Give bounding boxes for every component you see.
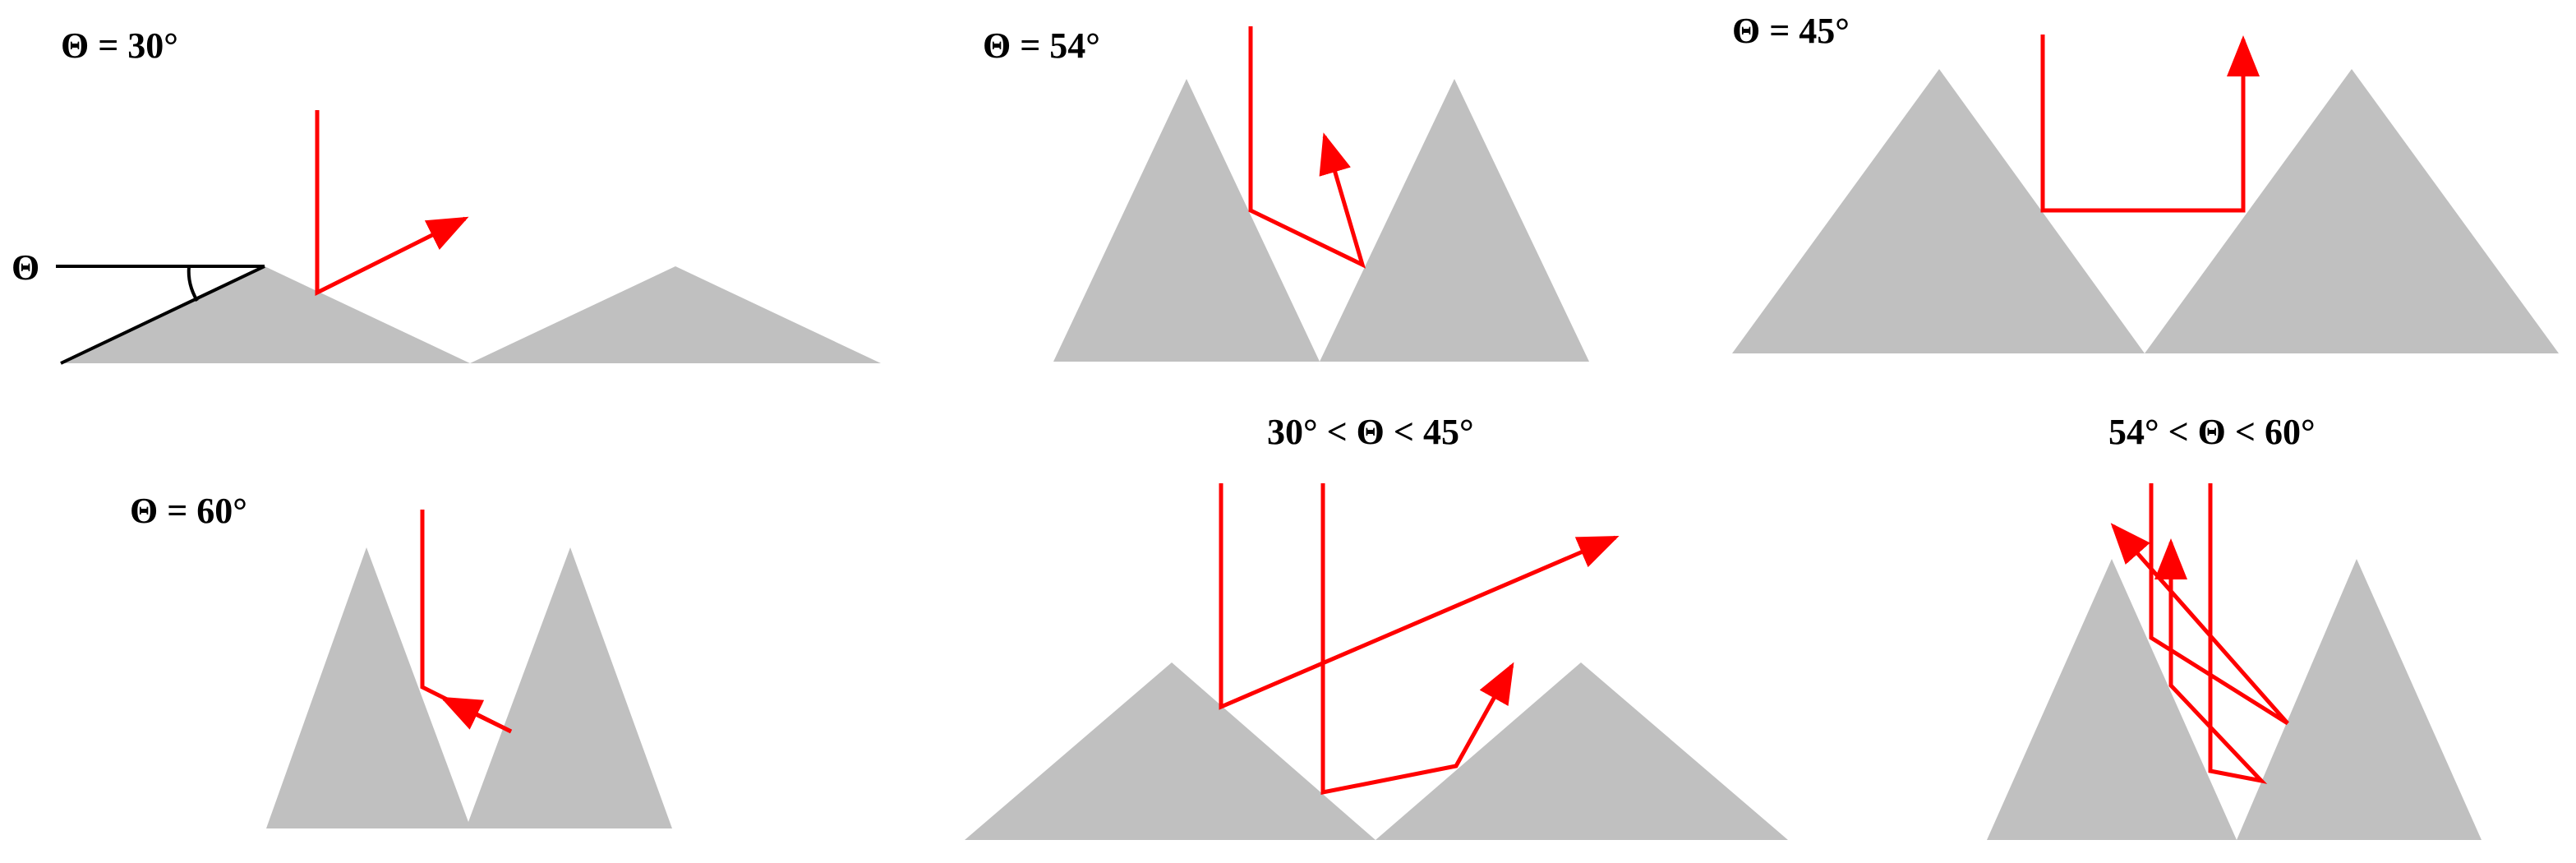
- theta-angle-arc: [187, 265, 199, 302]
- panel-label-theta-54-60: 54° < Θ < 60°: [2108, 412, 2316, 452]
- surface-groove: [965, 662, 1788, 840]
- incident-ray: [2040, 35, 2260, 213]
- incident-ray: [315, 110, 469, 297]
- surface-groove: [61, 266, 881, 363]
- surface-groove: [266, 547, 672, 828]
- panel-label-theta-45: Θ = 45°: [1732, 11, 1850, 51]
- panel-theta-30-45: 30° < Θ < 45°: [965, 412, 1788, 840]
- incident-ray-right: [2154, 483, 2268, 784]
- incident-ray-right: [1320, 483, 1514, 796]
- theta-reference-slope: [60, 265, 265, 365]
- incident-ray-left: [1219, 483, 1620, 710]
- panel-label-theta-54: Θ = 54°: [983, 25, 1100, 66]
- panel-label-theta-60: Θ = 60°: [130, 491, 247, 531]
- panel-theta-54: Θ = 54°: [983, 25, 1589, 362]
- surface-groove: [1987, 559, 2482, 840]
- incident-ray-left: [2110, 483, 2289, 726]
- surface-groove: [1732, 69, 2559, 353]
- incident-ray: [1248, 26, 1366, 269]
- panel-label-theta-30-45: 30° < Θ < 45°: [1267, 412, 1474, 452]
- panel-label-theta-30: Θ = 30°: [61, 25, 178, 66]
- panel-theta-30: Θ Θ = 30°: [12, 25, 881, 365]
- theta-marker-label: Θ: [12, 247, 39, 288]
- panel-theta-45: Θ = 45°: [1732, 11, 2559, 353]
- panel-theta-60: Θ = 60°: [130, 491, 672, 828]
- surface-groove: [1053, 79, 1589, 362]
- reflected-ray-arrow: [440, 696, 513, 734]
- incident-ray: [420, 510, 513, 734]
- panel-theta-54-60: 54° < Θ < 60°: [1987, 412, 2482, 840]
